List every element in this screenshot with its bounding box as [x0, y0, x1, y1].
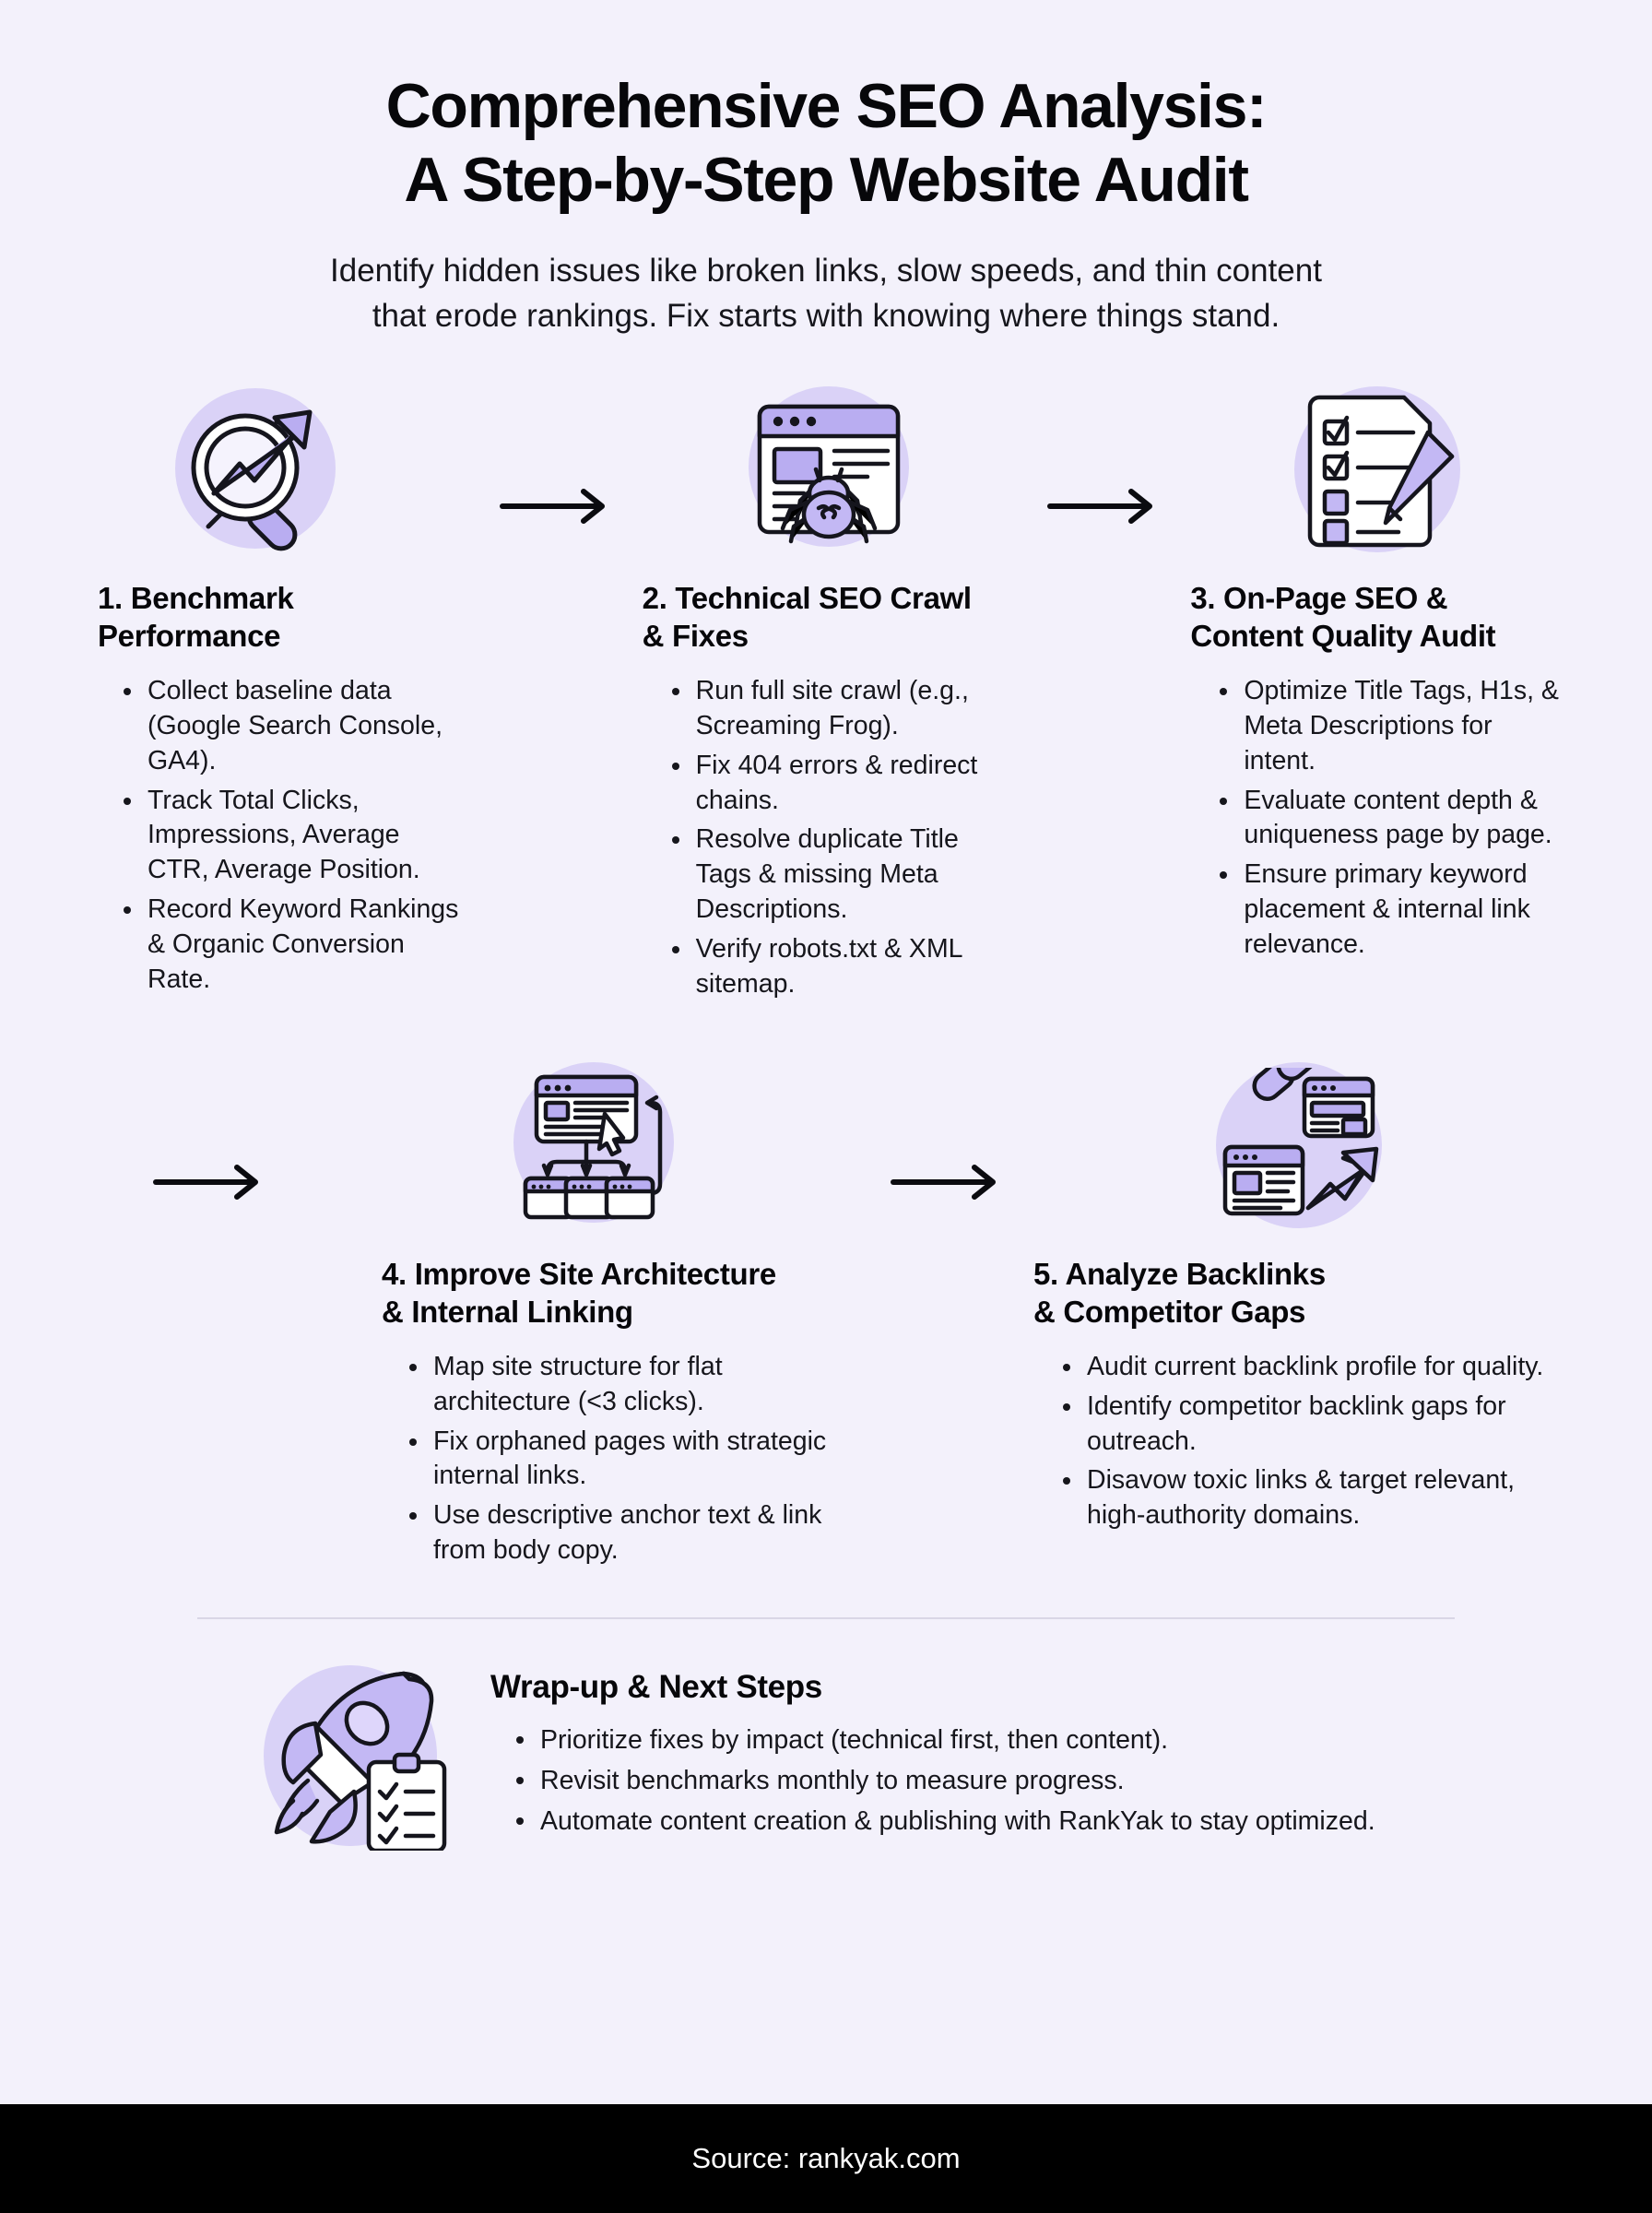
list-item: Fix 404 errors & redirect chains.: [671, 749, 1016, 819]
step-card-5: 5. Analyze Backlinks & Competitor Gaps A…: [1033, 1055, 1564, 1538]
arrow-right-icon: [499, 489, 605, 525]
subtitle-line-2: that erode rankings. Fix starts with kno…: [372, 298, 1280, 335]
step-5-title-line-2: & Competitor Gaps: [1033, 1294, 1306, 1329]
arrow-right-icon: [891, 1164, 996, 1200]
step-2-bullets: Run full site crawl (e.g., Screaming Fro…: [643, 674, 1016, 1007]
step-5-icon-area: [1033, 1055, 1564, 1239]
step-5-title-line-1: 5. Analyze Backlinks: [1033, 1256, 1326, 1291]
page-subtitle: Identify hidden issues like broken links…: [125, 248, 1527, 338]
list-item: Resolve duplicate Title Tags & missing M…: [671, 822, 1016, 928]
step-1-title-line-1: 1. Benchmark: [98, 581, 294, 616]
list-item: Verify robots.txt & XML sitemap.: [671, 932, 1016, 1002]
step-card-4: 4. Improve Site Architecture & Internal …: [328, 1055, 858, 1573]
step-1-icon-area: [94, 379, 467, 563]
title-line-2: A Step-by-Step Website Audit: [404, 144, 1249, 215]
step-4-title-line-1: 4. Improve Site Architecture: [382, 1256, 776, 1291]
flow-arrow-4-cell: [858, 1055, 1033, 1201]
list-item: Evaluate content depth & uniqueness page…: [1220, 784, 1564, 854]
wrapup-bullets: Prioritize fixes by impact (technical fi…: [490, 1722, 1508, 1840]
title-line-1: Comprehensive SEO Analysis:: [385, 71, 1268, 141]
page-title: Comprehensive SEO Analysis: A Step-by-St…: [88, 70, 1564, 217]
list-item: Prioritize fixes by impact (technical fi…: [516, 1722, 1508, 1758]
rocket-clipboard-icon: [274, 1671, 447, 1852]
step-3-title: 3. On-Page SEO & Content Quality Audit: [1190, 580, 1564, 656]
source-label: Source: rankyak.com: [691, 2142, 961, 2174]
steps-row-1: 1. Benchmark Performance Collect baselin…: [88, 379, 1564, 1007]
section-divider: [197, 1617, 1455, 1620]
list-item: Record Keyword Rankings & Organic Conver…: [124, 893, 467, 998]
list-item: Ensure primary keyword placement & inter…: [1220, 858, 1564, 963]
step-card-1: 1. Benchmark Performance Collect baselin…: [88, 379, 467, 1002]
step-1-title: 1. Benchmark Performance: [94, 580, 467, 656]
step-3-icon-area: [1190, 379, 1564, 563]
step-2-icon-area: [643, 379, 1016, 563]
infographic-content: Comprehensive SEO Analysis: A Step-by-St…: [88, 70, 1564, 1864]
wrapup-section: Wrap-up & Next Steps Prioritize fixes by…: [88, 1652, 1564, 1864]
magnifier-trend-icon: [191, 409, 313, 551]
step-4-title-line-2: & Internal Linking: [382, 1294, 633, 1329]
checklist-pencil-icon: [1307, 395, 1454, 548]
list-item: Collect baseline data (Google Search Con…: [124, 674, 467, 779]
step-2-title: 2. Technical SEO Crawl & Fixes: [643, 580, 1016, 656]
list-item: Automate content creation & publishing w…: [516, 1804, 1508, 1840]
step-2-title-line-2: & Fixes: [642, 619, 749, 653]
list-item: Map site structure for flat architecture…: [409, 1350, 858, 1420]
list-item: Revisit benchmarks monthly to measure pr…: [516, 1763, 1508, 1799]
wrapup-icon-area: [247, 1652, 478, 1864]
list-item: Fix orphaned pages with strategic intern…: [409, 1425, 858, 1495]
list-item: Identify competitor backlink gaps for ou…: [1063, 1390, 1564, 1460]
arrow-right-icon: [1047, 489, 1153, 525]
step-4-icon-area: [328, 1055, 858, 1239]
wrapup-body: Wrap-up & Next Steps Prioritize fixes by…: [478, 1652, 1508, 1844]
step-1-title-line-2: Performance: [98, 619, 281, 653]
list-item: Optimize Title Tags, H1s, & Meta Descrip…: [1220, 674, 1564, 779]
step-card-3: 3. On-Page SEO & Content Quality Audit O…: [1190, 379, 1564, 967]
list-item: Track Total Clicks, Impressions, Average…: [124, 784, 467, 889]
list-item: Run full site crawl (e.g., Screaming Fro…: [671, 674, 1016, 744]
subtitle-line-1: Identify hidden issues like broken links…: [330, 253, 1322, 290]
browser-spider-icon: [757, 404, 901, 544]
flow-arrow-2-cell: [1015, 379, 1190, 525]
flow-arrow-3-cell: [88, 1055, 328, 1201]
step-2-title-line-1: 2. Technical SEO Crawl: [642, 581, 972, 616]
site-architecture-icon: [523, 1074, 662, 1220]
step-5-bullets: Audit current backlink profile for quali…: [1033, 1350, 1564, 1538]
list-item: Audit current backlink profile for quali…: [1063, 1350, 1564, 1385]
footer-bar: Source: rankyak.com: [0, 2104, 1652, 2213]
list-item: Use descriptive anchor text & link from …: [409, 1498, 858, 1568]
step-5-title: 5. Analyze Backlinks & Competitor Gaps: [1033, 1256, 1564, 1331]
step-4-bullets: Map site structure for flat architecture…: [328, 1350, 858, 1573]
flow-arrow-1-cell: [467, 379, 643, 525]
step-card-2: 2. Technical SEO Crawl & Fixes Run full …: [643, 379, 1016, 1007]
arrow-right-icon: [153, 1164, 258, 1200]
list-item: Disavow toxic links & target relevant, h…: [1063, 1463, 1564, 1533]
step-1-bullets: Collect baseline data (Google Search Con…: [94, 674, 467, 1002]
step-3-title-line-2: Content Quality Audit: [1190, 619, 1496, 653]
step-3-title-line-1: 3. On-Page SEO &: [1190, 581, 1448, 616]
wrapup-title: Wrap-up & Next Steps: [490, 1669, 822, 1706]
step-3-bullets: Optimize Title Tags, H1s, & Meta Descrip…: [1190, 674, 1564, 967]
step-4-title: 4. Improve Site Architecture & Internal …: [328, 1256, 858, 1331]
steps-row-2: 4. Improve Site Architecture & Internal …: [88, 1055, 1564, 1573]
backlinks-growth-icon: [1222, 1067, 1378, 1216]
